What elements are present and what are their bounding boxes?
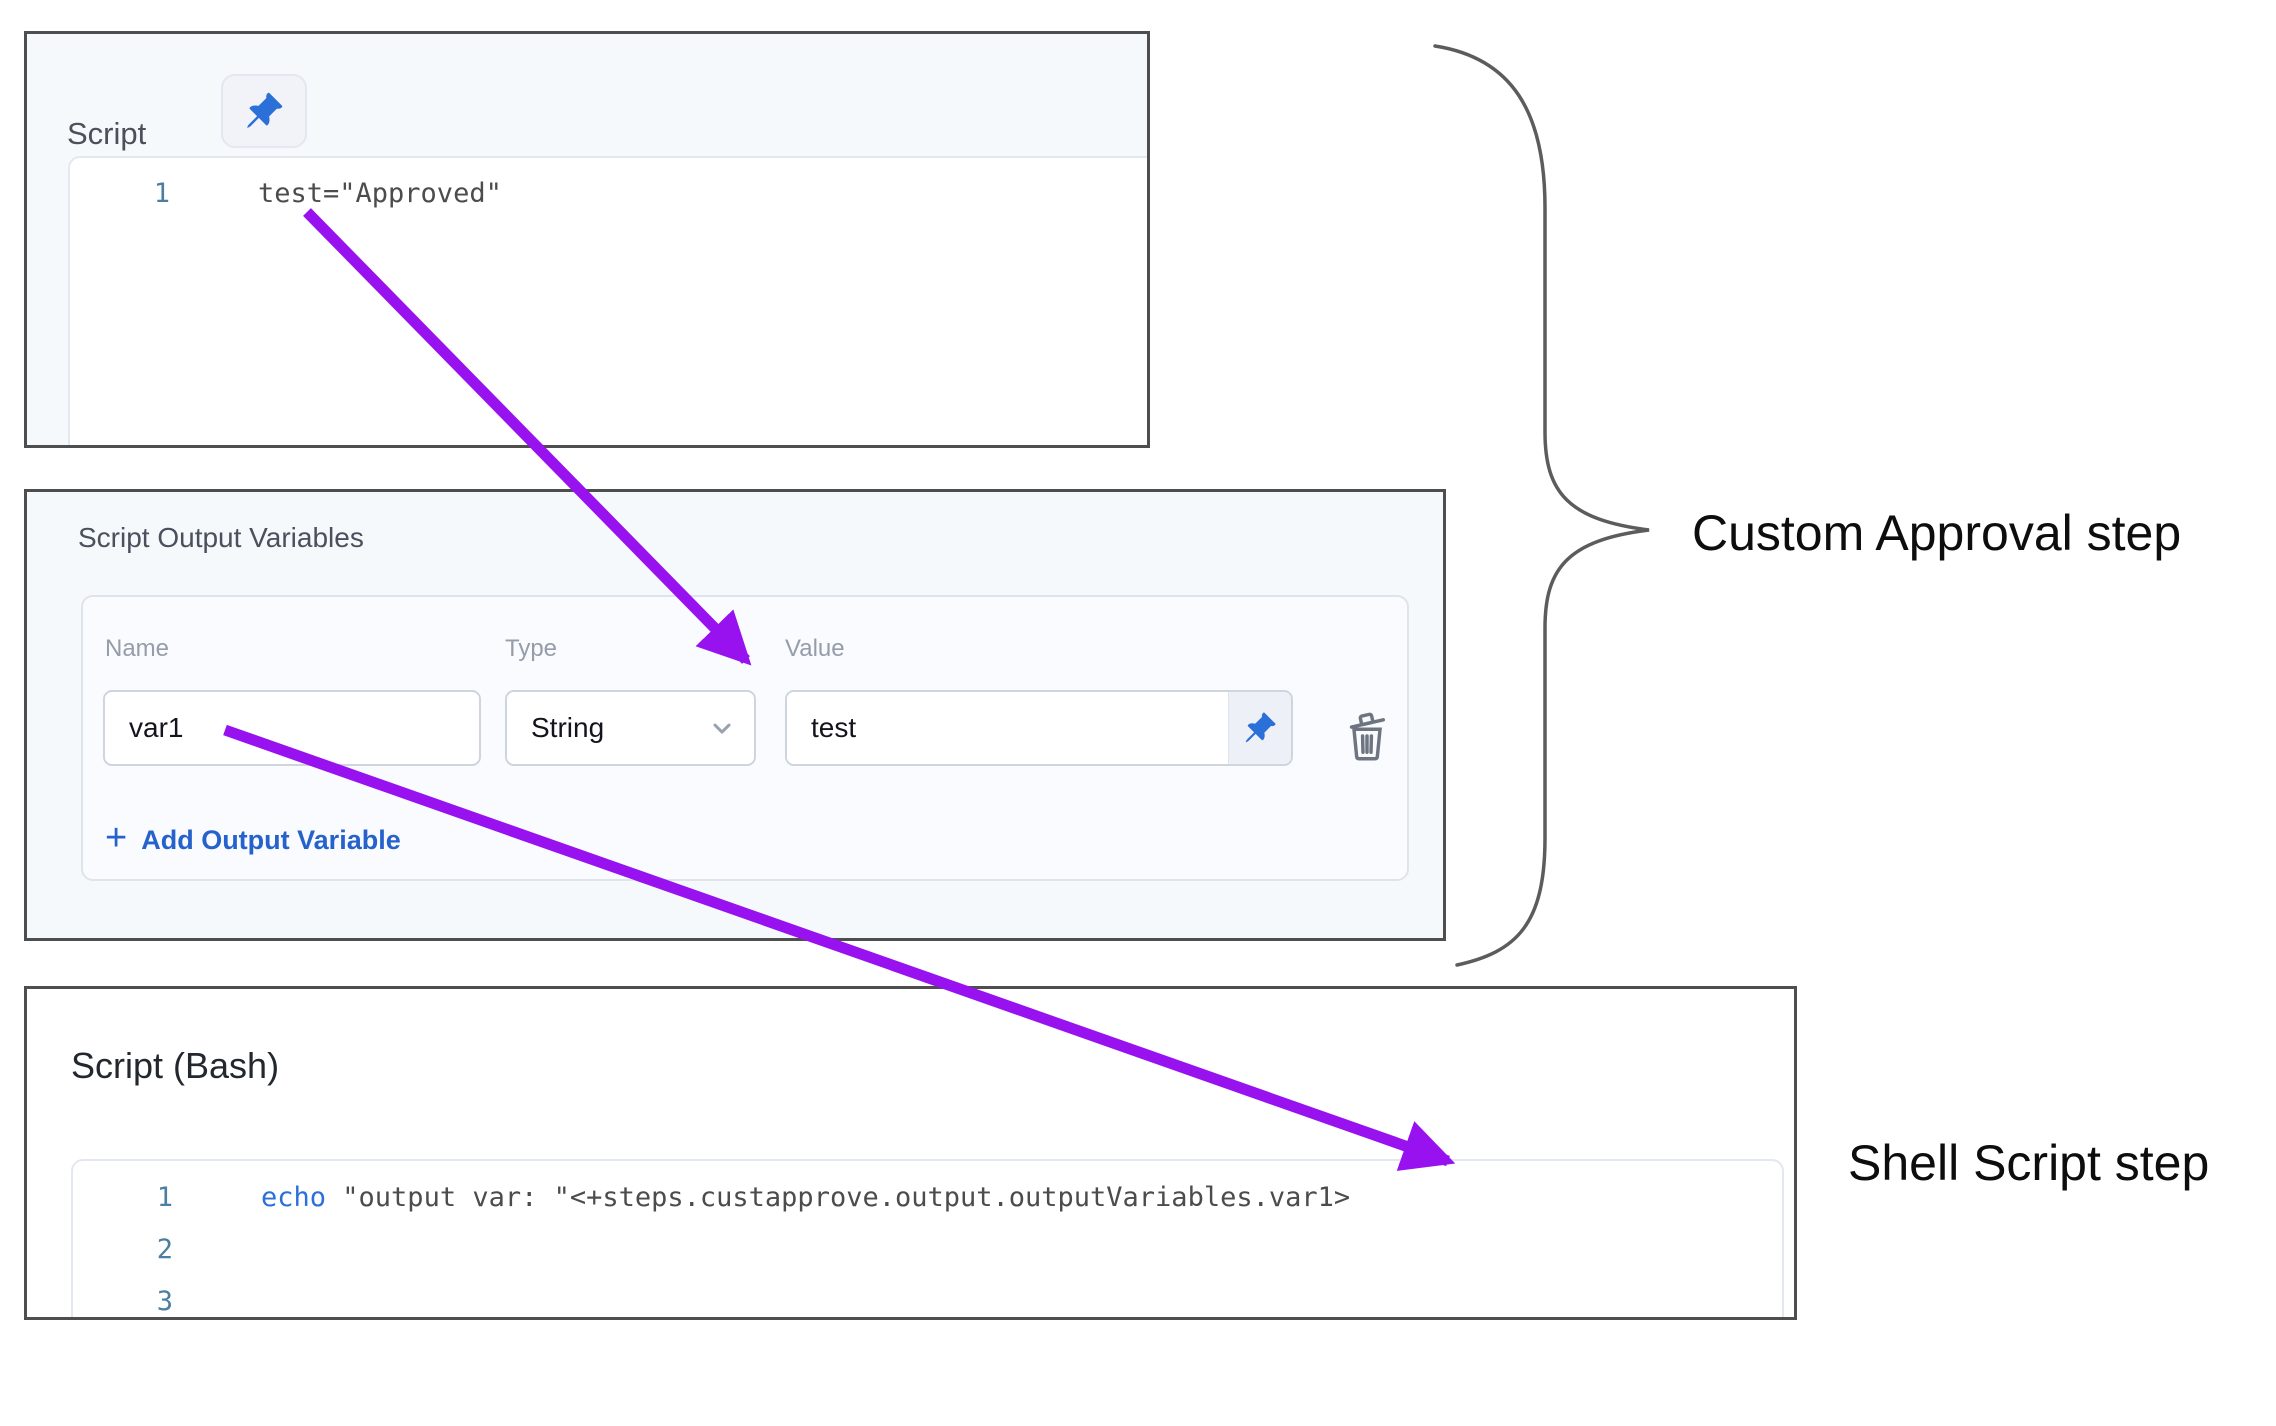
trash-icon bbox=[1344, 708, 1390, 762]
code-line: 1 echo "output var: "<+steps.custapprove… bbox=[73, 1171, 1782, 1223]
shell-script-title: Script (Bash) bbox=[71, 1045, 280, 1086]
add-output-variable-label: Add Output Variable bbox=[141, 824, 401, 855]
delete-variable-button[interactable] bbox=[1341, 705, 1393, 765]
code-content: echo "output var: "<+steps.custapprove.o… bbox=[261, 1182, 1350, 1213]
custom-approval-step-label: Custom Approval step bbox=[1692, 505, 2182, 561]
script-output-variables-panel: Script Output Variables Name Type Value … bbox=[24, 489, 1446, 941]
variable-value-field-group bbox=[785, 690, 1293, 766]
pin-fixed-value-button[interactable] bbox=[221, 74, 307, 148]
bash-keyword: echo bbox=[261, 1181, 327, 1213]
value-column-label: Value bbox=[785, 635, 845, 662]
script-panel: Script 1 test="Approved" bbox=[24, 31, 1150, 448]
output-variables-box: Name Type Value String bbox=[81, 595, 1409, 881]
shell-script-panel: Script (Bash) 1 echo "output var: "<+ste… bbox=[24, 986, 1797, 1320]
pushpin-icon bbox=[244, 91, 284, 131]
line-number: 2 bbox=[156, 1233, 173, 1265]
variable-value-input[interactable] bbox=[787, 692, 1228, 764]
approval-script-editor[interactable]: 1 test="Approved" bbox=[68, 156, 1147, 445]
line-number: 1 bbox=[156, 1181, 173, 1213]
code-line: 3 bbox=[73, 1275, 1782, 1327]
variable-type-select[interactable]: String bbox=[505, 690, 756, 766]
type-column-label: Type bbox=[505, 635, 558, 662]
code-content: test="Approved" bbox=[258, 177, 502, 209]
shell-script-editor[interactable]: 1 echo "output var: "<+steps.custapprove… bbox=[71, 1159, 1784, 1317]
chevron-down-icon bbox=[708, 714, 736, 742]
code-line: 1 test="Approved" bbox=[70, 170, 1147, 216]
output-variables-title: Script Output Variables bbox=[78, 522, 364, 553]
bash-code-rest: "output var: "<+steps.custapprove.output… bbox=[326, 1181, 1351, 1213]
curly-brace bbox=[1433, 44, 1650, 967]
plus-icon: + bbox=[105, 817, 128, 859]
shell-script-step-label: Shell Script step bbox=[1848, 1135, 2210, 1191]
selected-type-value: String bbox=[531, 712, 605, 743]
name-column-label: Name bbox=[105, 635, 170, 662]
line-number: 1 bbox=[153, 177, 170, 209]
pushpin-icon bbox=[1243, 711, 1277, 745]
add-output-variable-button[interactable]: + Add Output Variable bbox=[105, 815, 401, 865]
line-number: 3 bbox=[156, 1285, 173, 1317]
variable-name-input[interactable] bbox=[103, 690, 481, 766]
value-pin-button[interactable] bbox=[1228, 692, 1291, 764]
code-line: 2 bbox=[73, 1223, 1782, 1275]
script-panel-title: Script bbox=[67, 116, 147, 151]
